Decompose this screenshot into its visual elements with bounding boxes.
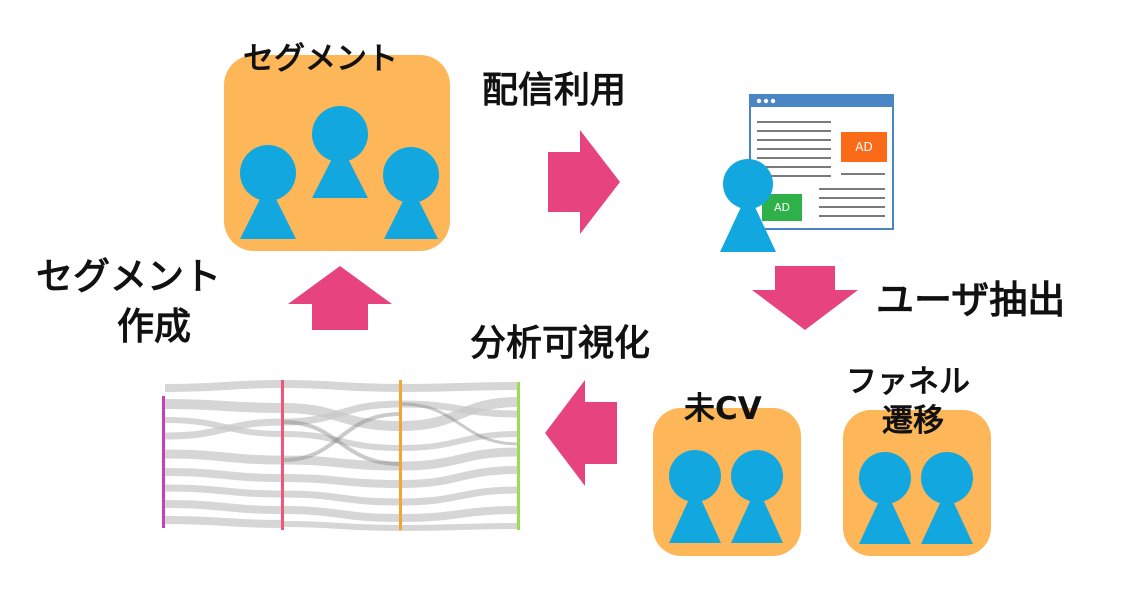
ad-banner-green-label: AD [774, 201, 790, 214]
viewer-person-icon [720, 159, 776, 252]
funnel-people-icon [859, 452, 973, 544]
segment-box-title: セグメント [243, 41, 398, 77]
funnel-title-line1: ファネル [846, 364, 970, 400]
ad-banner-green: AD [762, 194, 802, 221]
no-cv-people-icon [669, 450, 783, 543]
step-create-label-line2: 作成 [117, 305, 191, 348]
arrow-up-icon [288, 266, 392, 330]
arrow-right-icon [548, 130, 620, 234]
step-visualize-label: 分析可視化 [470, 323, 651, 364]
funnel-title-line2: 遷移 [882, 403, 944, 439]
step-create-label-line1: セグメント [36, 255, 221, 298]
ad-banner-orange-label: AD [855, 140, 873, 154]
segment-people-icon [240, 106, 439, 239]
no-cv-title: 未CV [684, 391, 762, 427]
arrow-left-icon [545, 380, 617, 486]
sankey-diagram [162, 380, 520, 531]
ad-banner-orange: AD [841, 132, 887, 162]
arrow-down-icon [752, 266, 858, 330]
step-extract-label: ユーザ抽出 [876, 278, 1066, 322]
step-delivery-label: 配信利用 [482, 70, 627, 111]
